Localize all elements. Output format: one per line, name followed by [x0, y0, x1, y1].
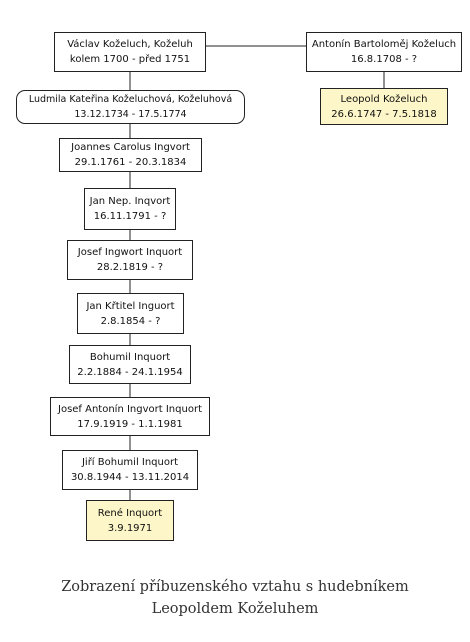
person-dates: 16.8.1708 - ? [350, 54, 418, 65]
person-name: Josef Ingwort Inquort [77, 247, 183, 258]
person-node-jankrtitel: Jan Křtitel Inguort 2.8.1854 - ? [77, 293, 184, 334]
person-name: Josef Antonín Ingvort Inquort [58, 403, 202, 415]
person-node-josefantonin: Josef Antonín Ingvort Inquort 17.9.1919 … [50, 397, 210, 436]
person-name: Jan Nep. Inqvort [89, 196, 171, 207]
person-name: René Inquort [97, 507, 163, 519]
person-dates: 26.6.1747 - 7.5.1818 [331, 108, 437, 120]
person-name: Leopold Koželuch [340, 93, 428, 105]
person-node-vaclav: Václav Koželuch, Koželuh kolem 1700 - př… [54, 32, 206, 72]
person-node-ludmila: Ludmila Kateřina Koželuchová, Koželuhová… [16, 90, 245, 124]
person-name: Antonín Bartoloměj Koželuch [311, 39, 457, 50]
person-node-antonin: Antonín Bartoloměj Koželuch 16.8.1708 - … [306, 32, 462, 72]
person-node-bohumil: Bohumil Inquort 2.2.1884 - 24.1.1954 [69, 345, 191, 384]
caption-line-1: Zobrazení příbuzenského vztahu s hudební… [61, 579, 409, 595]
person-name: Jiří Bohumil Inquort [81, 457, 179, 468]
person-dates: 16.11.1791 - ? [93, 211, 167, 222]
person-name: Ludmila Kateřina Koželuchová, Koželuhová [28, 94, 233, 105]
person-node-rene: René Inquort 3.9.1971 [86, 500, 174, 541]
caption-line-2: Leopoldem Koželuhem [151, 601, 319, 617]
figure-caption: Zobrazení příbuzenského vztahu s hudební… [0, 576, 470, 620]
person-dates: kolem 1700 - před 1751 [69, 54, 191, 65]
person-dates: 2.2.1884 - 24.1.1954 [77, 366, 183, 378]
person-node-leopold: Leopold Koželuch 26.6.1747 - 7.5.1818 [320, 88, 448, 125]
connector-lines [129, 45, 385, 500]
person-node-jiri: Jiří Bohumil Inquort 30.8.1944 - 13.11.2… [62, 450, 198, 490]
person-node-jannep: Jan Nep. Inqvort 16.11.1791 - ? [84, 188, 176, 230]
person-name: Václav Koželuch, Koželuh [67, 39, 193, 50]
person-dates: 13.12.1734 - 17.5.1774 [74, 109, 187, 120]
person-dates: 3.9.1971 [107, 522, 153, 534]
person-dates: 17.9.1919 - 1.1.1981 [77, 418, 183, 430]
person-name: Bohumil Inquort [89, 351, 171, 363]
family-tree-diagram: Václav Koželuch, Koželuh kolem 1700 - př… [16, 32, 462, 541]
person-dates: 30.8.1944 - 13.11.2014 [70, 472, 190, 483]
person-name: Jan Křtitel Inguort [86, 300, 175, 312]
person-node-josef: Josef Ingwort Inquort 28.2.1819 - ? [67, 240, 193, 280]
person-dates: 2.8.1854 - ? [100, 315, 161, 327]
person-name: Joannes Carolus Ingvort [71, 142, 190, 153]
person-dates: 29.1.1761 - 20.3.1834 [74, 157, 187, 168]
person-node-joannes: Joannes Carolus Ingvort 29.1.1761 - 20.3… [59, 138, 202, 172]
person-dates: 28.2.1819 - ? [96, 262, 164, 273]
